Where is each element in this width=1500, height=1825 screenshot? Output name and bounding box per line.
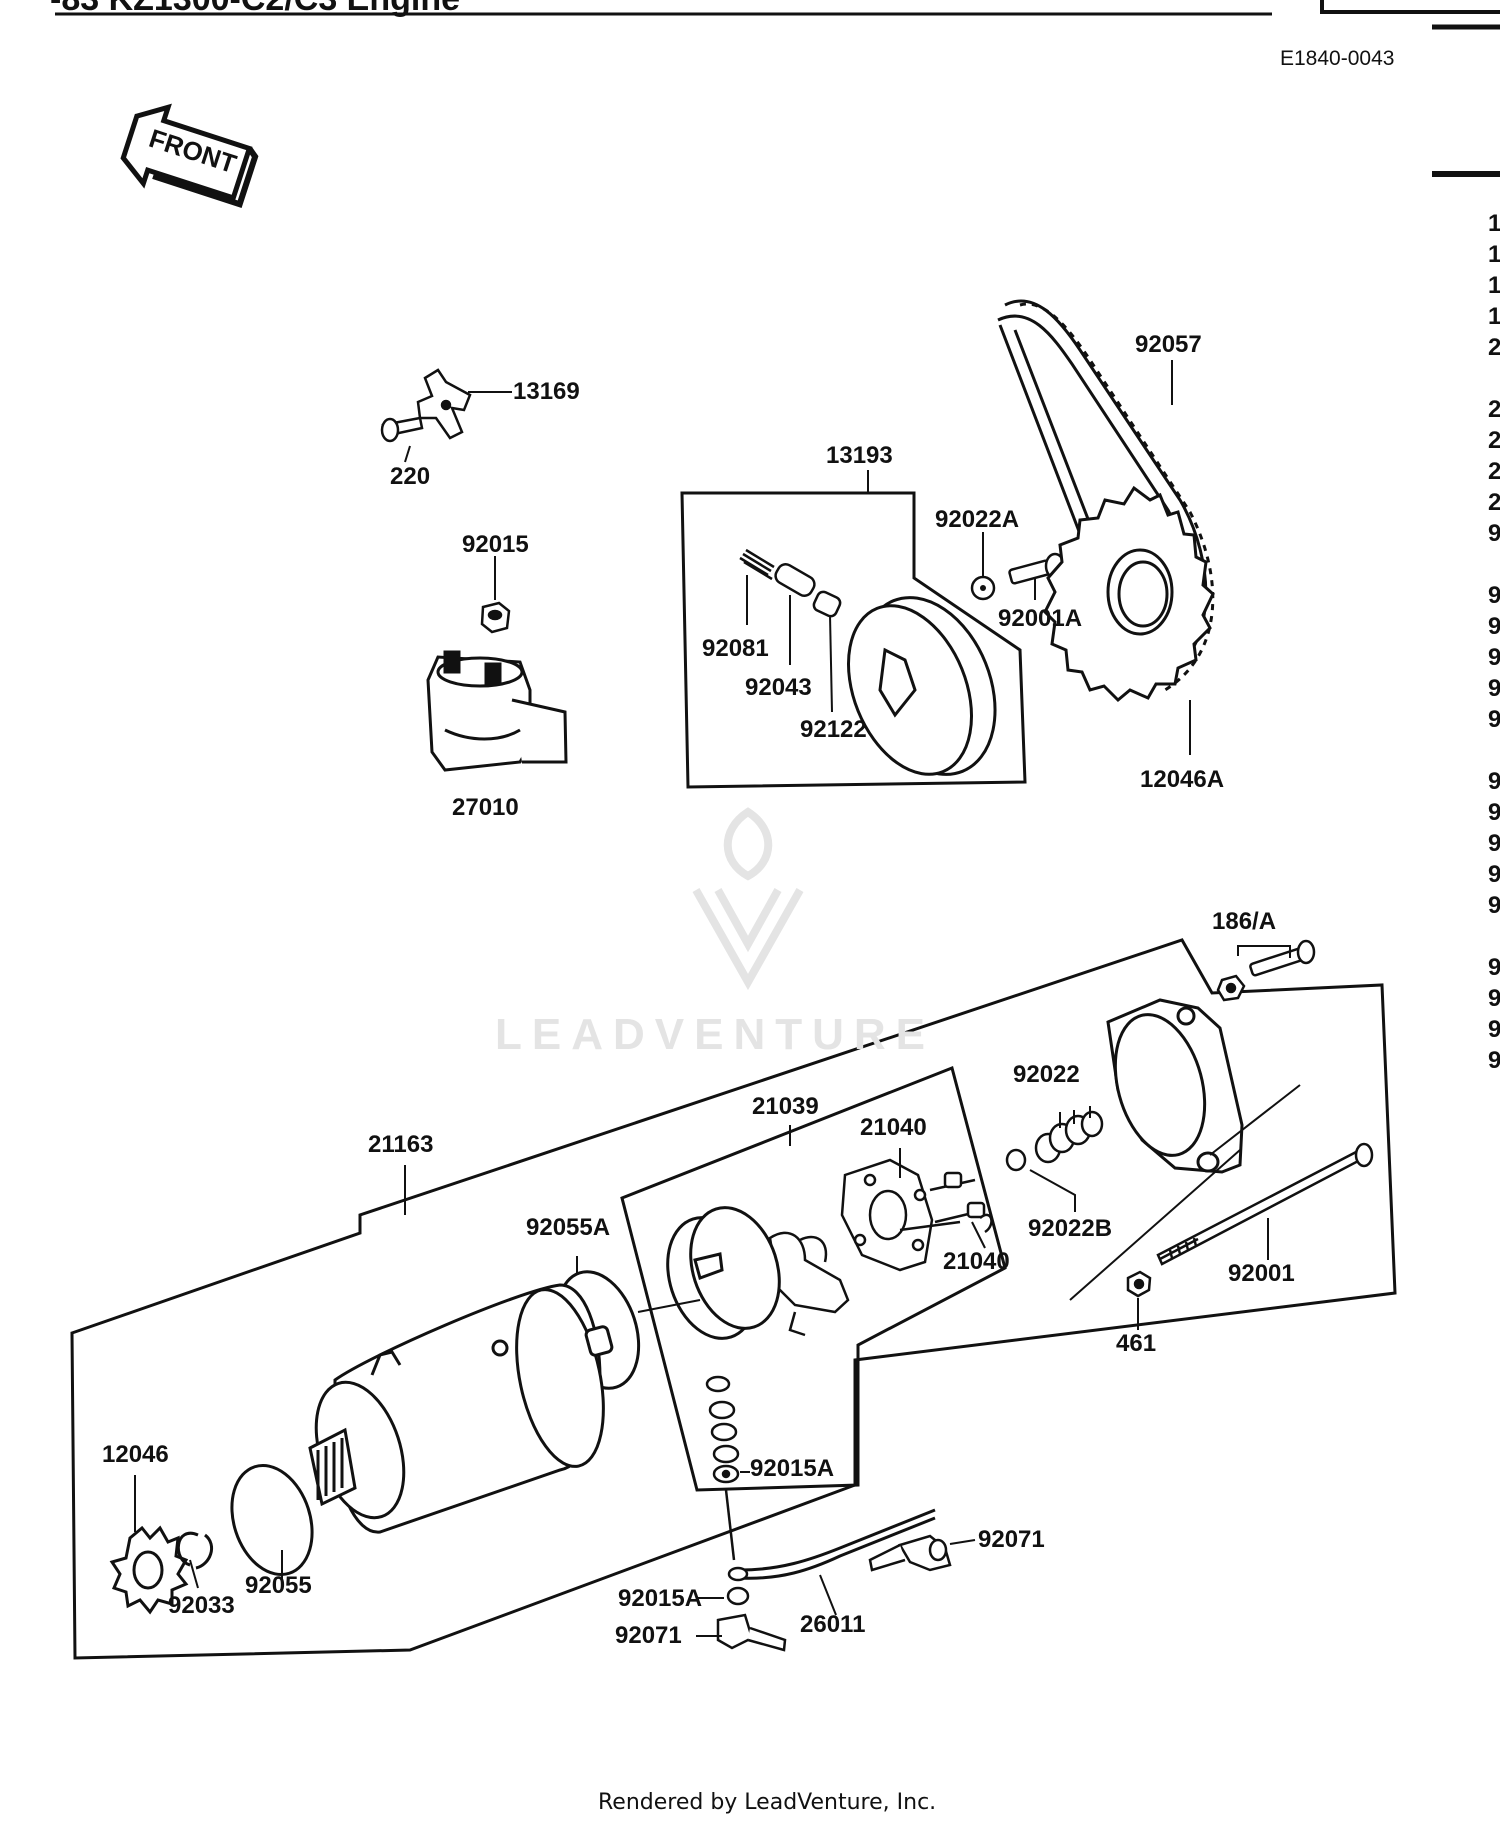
watermark-text: LEADVENTURE: [495, 1010, 936, 1059]
terminal-92071-upper: [868, 1534, 952, 1572]
relay-27010: [426, 650, 568, 772]
washer-92015A-lower: [726, 1586, 750, 1606]
gear-12046: [109, 1525, 189, 1615]
part-label-21040-bottom: 21040: [943, 1248, 1010, 1275]
starter-assembly-boundary: [70, 938, 1397, 1660]
index-fragment: 1: [1488, 272, 1500, 299]
roller-92043: [774, 563, 816, 597]
bracket-13169: [380, 368, 472, 443]
part-label-92001A: 92001A: [998, 605, 1083, 632]
part-label-13169: 13169: [513, 378, 580, 405]
part-label-27010: 27010: [452, 794, 519, 821]
index-fragment: 9: [1488, 1016, 1500, 1043]
front-arrow-icon: [120, 103, 259, 208]
bolt-186A: [1216, 939, 1316, 1002]
index-fragment: 1: [1488, 303, 1500, 330]
part-label-92022: 92022: [1013, 1061, 1080, 1088]
part-label-26011: 26011: [800, 1611, 866, 1638]
index-fragment: 9: [1488, 520, 1500, 547]
terminal-92071-lower: [716, 1613, 787, 1652]
part-label-21163: 21163: [368, 1131, 434, 1158]
index-fragment: 9: [1488, 1047, 1500, 1074]
index-fragment: 9: [1488, 861, 1500, 888]
cable-26011: [739, 1508, 936, 1580]
nut-461: [1126, 1270, 1152, 1298]
index-fragment: 2: [1488, 396, 1500, 423]
starter-motor-21163: [308, 1283, 614, 1534]
o-ring-92055: [230, 1463, 314, 1577]
leader-lines: [134, 360, 1291, 1637]
header-rules: [55, 0, 1500, 177]
end-cover: [1106, 998, 1244, 1174]
index-fragment: 9: [1488, 582, 1500, 609]
clutch-assembly-boundary: [680, 491, 1027, 789]
part-label-92015A-upper: 92015A: [750, 1455, 835, 1482]
clutch-body-13193: [846, 596, 997, 776]
part-label-186A: 186/A: [1212, 908, 1277, 935]
part-label-13193: 13193: [826, 442, 893, 469]
yoke: [666, 1206, 781, 1340]
brush-holder-boundary: [620, 1065, 1007, 1492]
through-bolt-92001: [1156, 1142, 1374, 1266]
footer-credit: Rendered by LeadVenture, Inc.: [598, 1790, 937, 1815]
springs-92022: [1034, 1110, 1104, 1164]
part-label-92015A-lower: 92015A: [618, 1585, 703, 1612]
index-fragment: 2: [1488, 489, 1500, 516]
index-fragment: 2: [1488, 334, 1500, 361]
index-fragment: 9: [1488, 799, 1500, 826]
index-fragment: 9: [1488, 644, 1500, 671]
index-fragment: 2: [1488, 458, 1500, 485]
part-label-21040-top: 21040: [860, 1114, 927, 1141]
index-fragment: 2: [1488, 427, 1500, 454]
index-fragment: 9: [1488, 954, 1500, 981]
part-label-21039: 21039: [752, 1093, 819, 1120]
part-label-92071-lower: 92071: [615, 1622, 682, 1649]
part-label-92057: 92057: [1135, 331, 1202, 358]
part-label-92033: 92033: [168, 1592, 235, 1619]
part-label-12046A: 12046A: [1140, 766, 1225, 793]
brush-holder-21039: [768, 1231, 850, 1337]
clutch-spring-92081: [739, 548, 775, 581]
washer-92022B: [1005, 1148, 1027, 1172]
part-label-92015: 92015: [462, 531, 529, 558]
index-fragment: 1: [1488, 241, 1500, 268]
brush-plate-21040: [840, 1158, 993, 1272]
reference-code: E1840-0043: [1280, 47, 1395, 70]
circlip-92033: [176, 1531, 214, 1570]
nut-92015: [480, 601, 511, 634]
index-fragment: 1: [1488, 210, 1500, 237]
watermark-logo-icon: [692, 807, 804, 991]
index-fragment: 9: [1488, 613, 1500, 640]
part-label-92043: 92043: [745, 674, 812, 701]
index-fragment: 9: [1488, 985, 1500, 1012]
part-label-92122: 92122: [800, 716, 867, 743]
washer-stack-92015A: [705, 1375, 740, 1484]
bolt-92001A: [1008, 552, 1066, 585]
part-label-12046: 12046: [102, 1441, 169, 1468]
index-fragment: 9: [1488, 892, 1500, 919]
part-label-92022A: 92022A: [935, 506, 1020, 533]
index-fragment: 9: [1488, 830, 1500, 857]
part-label-220: 220: [390, 463, 431, 490]
part-label-92022B: 92022B: [1028, 1215, 1113, 1242]
page-title: -83 KZ1300-C2/C3 Engine: [50, 0, 460, 16]
part-label-92055: 92055: [245, 1572, 312, 1599]
part-label-92055A: 92055A: [526, 1214, 611, 1241]
cap-92122: [812, 590, 842, 618]
part-label-461: 461: [1116, 1330, 1157, 1357]
part-label-92081: 92081: [702, 635, 769, 662]
part-label-92001: 92001: [1228, 1260, 1295, 1287]
index-fragment: 9: [1488, 768, 1500, 795]
part-label-92071-upper: 92071: [978, 1526, 1045, 1553]
index-fragment: 9: [1488, 706, 1500, 733]
sprocket-12046A: [1043, 485, 1215, 703]
index-fragment: 9: [1488, 675, 1500, 702]
